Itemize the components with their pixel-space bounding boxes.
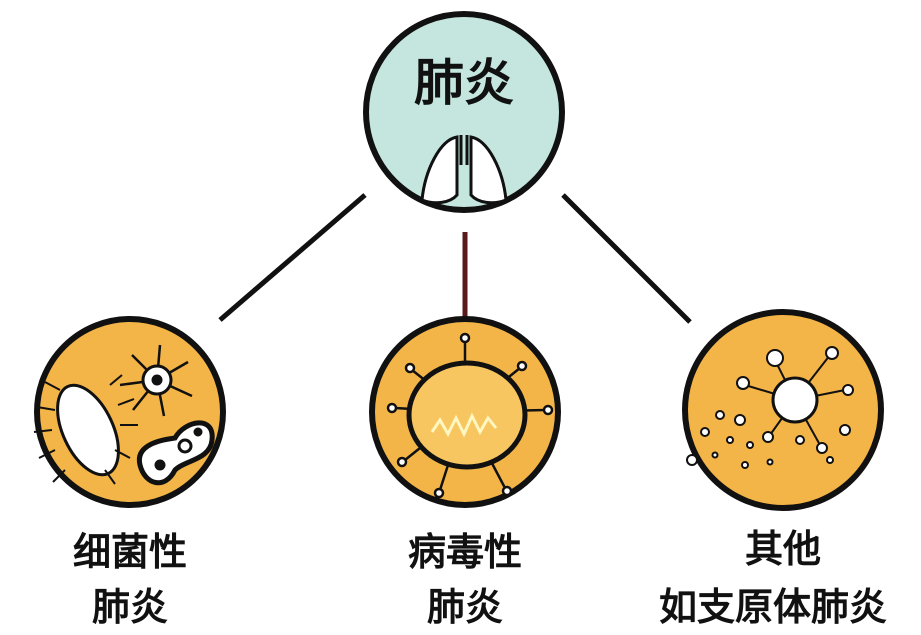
virus-label-line2: 肺炎: [427, 585, 503, 629]
root-title: 肺炎: [414, 54, 514, 112]
other-label-line1: 其他: [745, 527, 821, 571]
mycoplasma-icon: [686, 346, 854, 469]
bacteria-label-line2: 肺炎: [92, 585, 168, 629]
connector-left: [218, 193, 367, 322]
connector-right: [561, 193, 692, 324]
bacteria-icon: [33, 344, 215, 485]
mycoplasma-node: 其他 如支原体肺炎: [659, 309, 887, 629]
other-label-line2: 如支原体肺炎: [659, 585, 887, 629]
bacteria-label-line1: 细菌性: [73, 530, 187, 574]
virus-label-line1: 病毒性: [408, 530, 522, 574]
root-node: 肺炎: [363, 11, 565, 213]
virus-icon: [386, 332, 554, 499]
lungs-icon: [420, 135, 508, 205]
virus-node: 病毒性 肺炎: [369, 316, 561, 629]
bacteria-node: 细菌性 肺炎: [33, 316, 226, 629]
